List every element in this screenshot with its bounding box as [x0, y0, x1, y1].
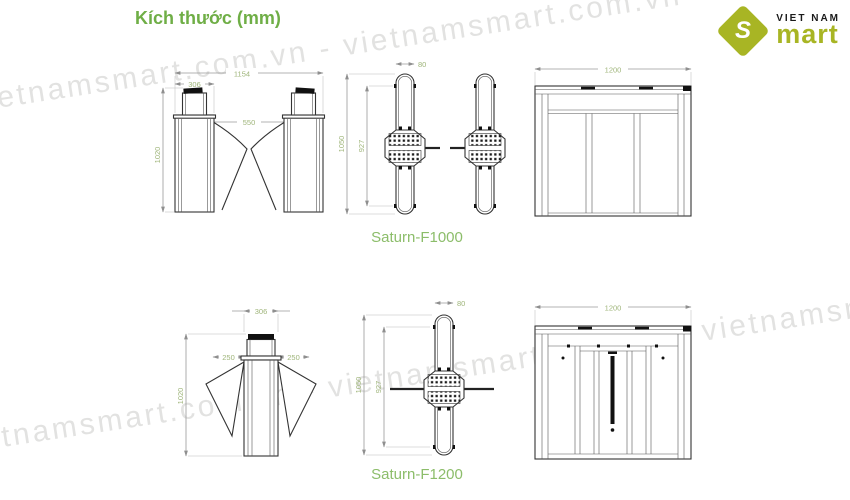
dot-matrix-panel	[388, 150, 422, 163]
f1000-side-view: 1200	[534, 64, 692, 217]
dim-f1200-inner-length: 927	[374, 381, 383, 394]
reader-cap	[183, 87, 203, 94]
model-label-f1000: Saturn-F1000	[371, 229, 463, 246]
f1000-top-view: 80 1050 927	[337, 60, 507, 216]
logo: S VIET NAM mart	[716, 4, 840, 58]
flap-wing-right	[277, 360, 317, 438]
logo-brand-top: VIET NAM	[776, 13, 840, 24]
dim-f1000-height: 1020	[153, 147, 162, 164]
dim-f1000-cabinet-width: 306	[188, 80, 201, 89]
dot-matrix-panel	[427, 374, 461, 387]
dim-f1000-length: 1050	[337, 136, 346, 153]
f1200-front-view: 306 250 250 1020	[176, 306, 317, 457]
dot-matrix-panel	[427, 391, 461, 404]
dim-f1200-cabinet-width: 306	[255, 307, 268, 316]
dim-f1200-housing-width: 80	[457, 299, 465, 308]
dim-f1200-flap-right: 250	[287, 353, 300, 362]
f1200-top-view: 80 1050 927	[354, 299, 494, 456]
logo-monogram: S	[735, 16, 752, 44]
dim-f1000-inner-length: 927	[357, 140, 366, 153]
f1000-front-left-unit	[172, 87, 248, 213]
dim-f1200-depth: 1200	[605, 304, 622, 313]
flap-wing-left	[205, 360, 245, 438]
dim-f1000-lane-width: 550	[243, 118, 256, 127]
logo-diamond-icon: S	[716, 4, 771, 58]
f1000-top-left-unit	[384, 73, 440, 215]
logo-brand-bottom: mart	[776, 19, 839, 49]
dim-f1000-housing-width: 80	[418, 60, 426, 69]
page-title: Kích thước (mm)	[135, 8, 281, 28]
dim-f1000-total-width: 1154	[234, 70, 250, 79]
dim-f1200-height: 1020	[176, 388, 185, 405]
flap-edge	[610, 356, 615, 424]
f1000-front-view: 1154 306 550 1020	[153, 68, 326, 213]
model-label-f1200: Saturn-F1200	[371, 466, 463, 483]
logo-text: VIET NAM mart	[776, 14, 840, 48]
f1200-side-view: 1200	[534, 302, 692, 460]
dim-f1000-depth: 1200	[605, 66, 622, 75]
dim-f1200-length: 1050	[354, 377, 363, 394]
dot-matrix-panel	[388, 133, 422, 146]
reader-cap	[248, 334, 274, 340]
dim-f1200-flap-left: 250	[222, 353, 235, 362]
